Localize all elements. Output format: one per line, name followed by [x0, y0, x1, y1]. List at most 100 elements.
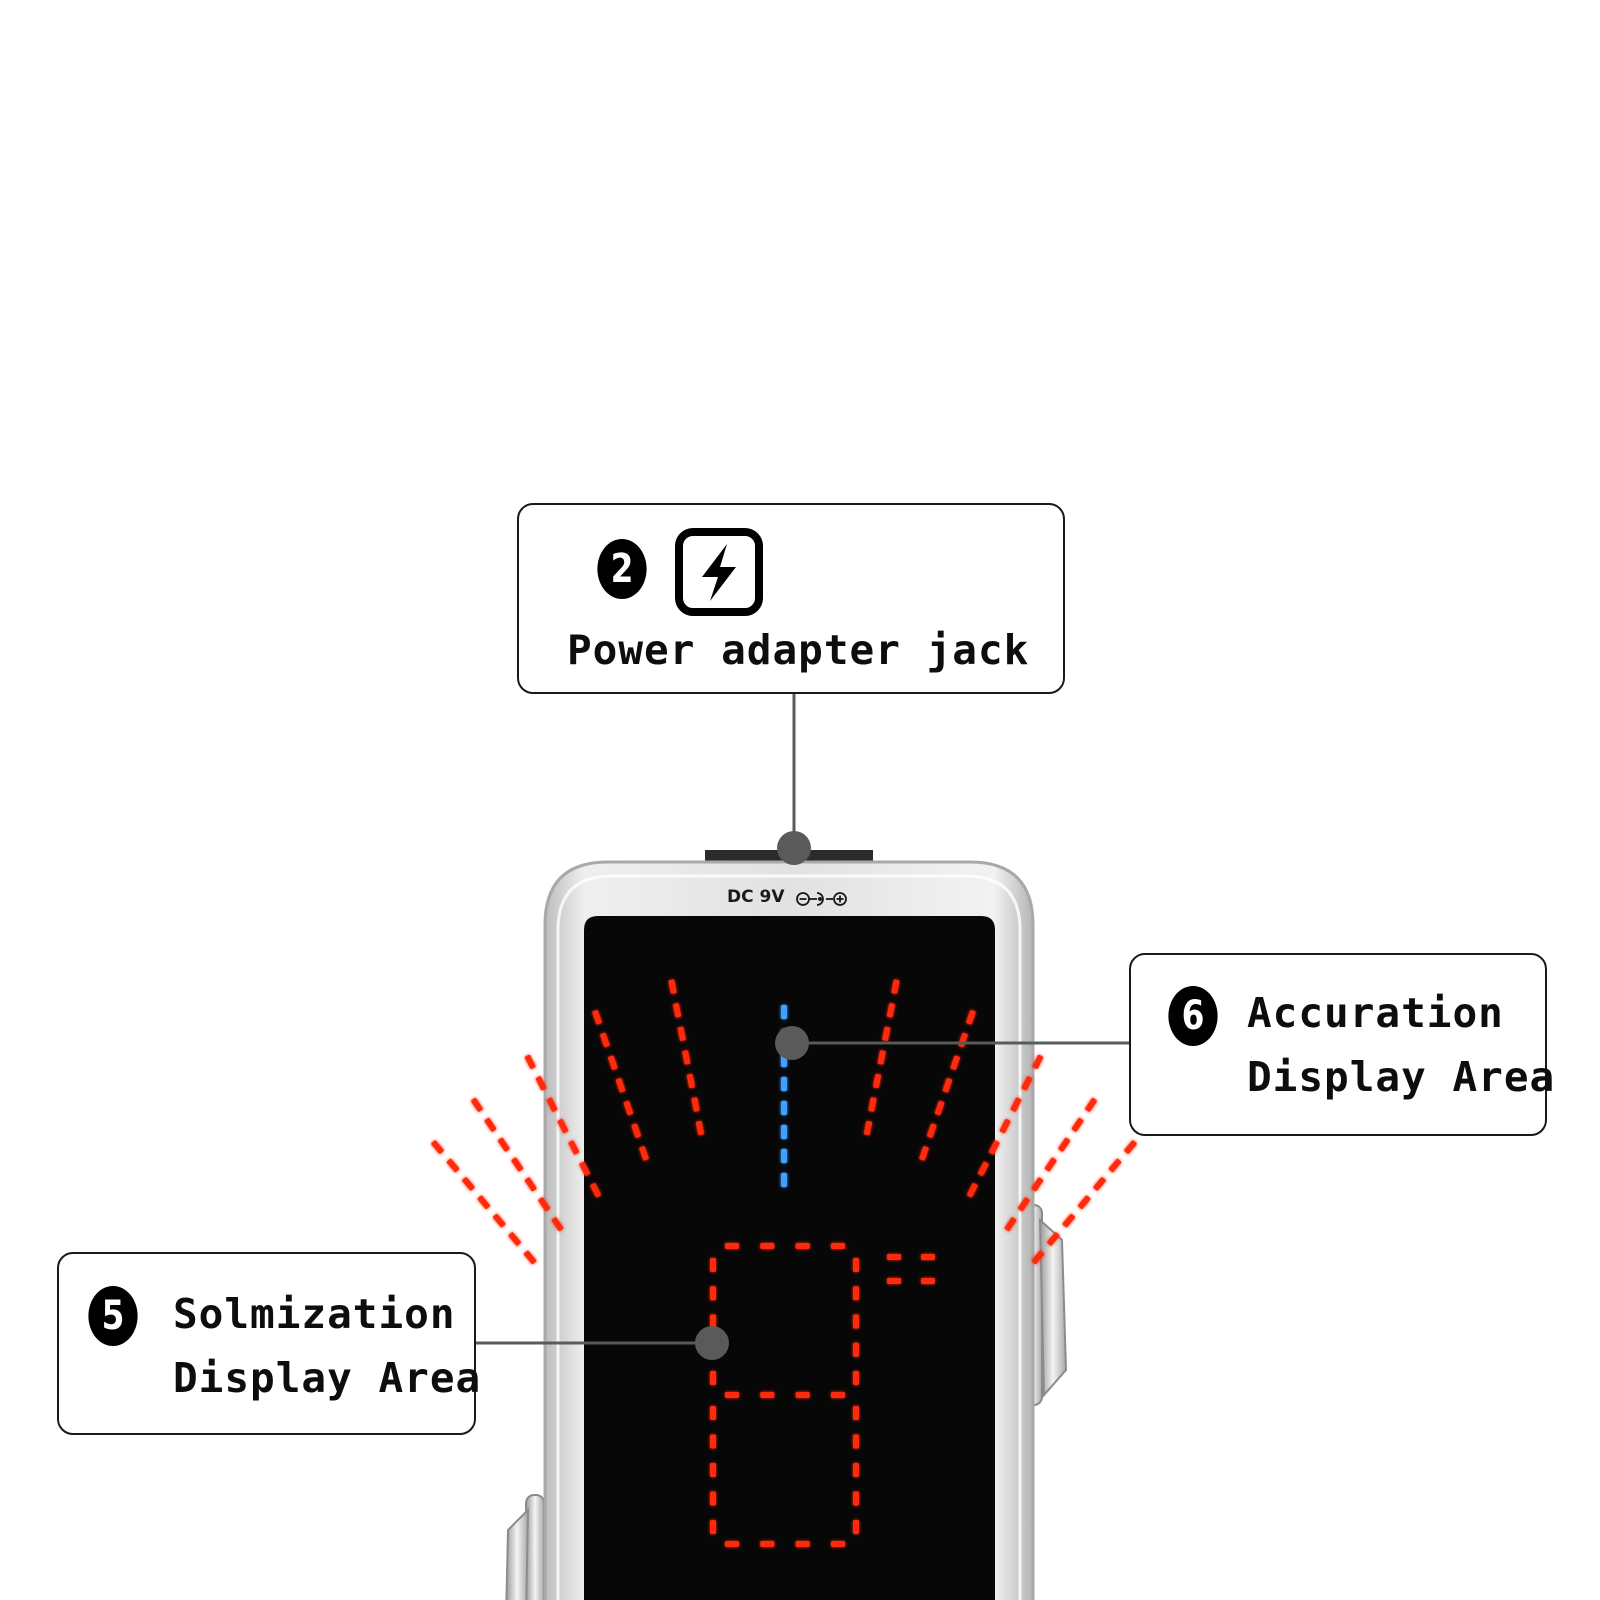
- accuracy-led: [579, 1161, 591, 1176]
- accuracy-led: [1047, 1232, 1060, 1246]
- accuracy-center-led: [781, 1149, 787, 1163]
- accuracy-led: [1058, 1137, 1071, 1152]
- note-led-segment: [760, 1243, 775, 1249]
- accuracy-led: [934, 1100, 945, 1116]
- accuracy-led: [882, 1026, 891, 1041]
- accuracy-led: [1004, 1217, 1017, 1232]
- callout-power-adapter-jack: 2 Power adapter jack: [517, 503, 1065, 694]
- accuracy-led: [886, 1003, 895, 1018]
- accuracy-led: [1124, 1140, 1137, 1154]
- dc-voltage-text: DC 9V: [727, 887, 785, 907]
- accuracy-led: [1021, 1076, 1033, 1091]
- accuracy-led: [524, 1054, 536, 1069]
- accuracy-led: [1062, 1213, 1075, 1228]
- note-led-segment: [853, 1491, 859, 1506]
- accuracy-led: [1093, 1177, 1106, 1191]
- leader-dot-power: [777, 831, 811, 865]
- lightning-bolt-icon: [675, 528, 763, 616]
- note-segment-display: [710, 1243, 935, 1547]
- accuracy-led: [999, 1119, 1011, 1134]
- accuracy-led: [523, 1250, 537, 1265]
- callout-solmization-display-area: 5 Solmization Display Area: [57, 1252, 480, 1435]
- accuracy-center-led: [781, 1005, 787, 1019]
- accuracy-led: [446, 1158, 460, 1173]
- accuracy-led: [538, 1197, 550, 1212]
- accuracy-led: [477, 1195, 490, 1209]
- callout-number-badge: 5: [88, 1286, 138, 1346]
- note-led-segment: [887, 1254, 901, 1260]
- accuracy-led: [608, 1055, 618, 1070]
- left-output-jack: [505, 1494, 545, 1600]
- accuracy-led: [1078, 1195, 1091, 1209]
- note-led-segment: [853, 1463, 859, 1477]
- accuracy-led: [1071, 1117, 1084, 1132]
- accuracy-led: [639, 1146, 649, 1161]
- accuracy-led: [863, 1120, 873, 1136]
- note-led-segment: [853, 1258, 859, 1272]
- callout-number-badge: 6: [1168, 986, 1218, 1046]
- accuracy-led: [695, 1120, 705, 1136]
- accuracy-center-led: [781, 1101, 787, 1115]
- accuracy-led: [493, 1213, 506, 1228]
- note-led-segment: [710, 1463, 716, 1477]
- accuracy-led: [950, 1055, 960, 1070]
- note-led-segment: [853, 1342, 859, 1357]
- accuracy-led: [1044, 1157, 1057, 1172]
- accuracy-led: [988, 1140, 1000, 1155]
- accuracy-led: [1031, 1250, 1045, 1265]
- note-led-segment: [795, 1541, 810, 1547]
- note-led-segment: [710, 1434, 716, 1449]
- accuracy-led: [927, 1123, 937, 1138]
- accuracy-led: [691, 1097, 700, 1112]
- accuracy-led: [877, 1050, 886, 1065]
- accuracy-led: [484, 1117, 497, 1132]
- accuracy-led: [462, 1177, 475, 1191]
- accuracy-led: [590, 1183, 601, 1198]
- accuracy-led: [673, 1003, 682, 1018]
- note-led-segment: [853, 1371, 859, 1385]
- accuracy-led: [919, 1146, 929, 1161]
- note-led-segment: [725, 1392, 739, 1398]
- note-led-segment: [710, 1491, 716, 1506]
- note-led-segment: [710, 1314, 716, 1329]
- accuracy-led: [686, 1073, 695, 1089]
- note-led-segment: [710, 1371, 716, 1385]
- note-led-segment: [760, 1392, 775, 1398]
- callout-number-badge: 2: [597, 539, 647, 599]
- note-led-segment: [710, 1406, 716, 1420]
- accuracy-led: [967, 1183, 978, 1198]
- note-led-segment: [831, 1243, 845, 1249]
- callout-label-line-2: Display Area: [1247, 1053, 1556, 1101]
- note-led-segment: [853, 1434, 859, 1449]
- accuracy-led: [1010, 1097, 1022, 1112]
- accuracy-led: [471, 1098, 483, 1112]
- accuracy-led: [511, 1157, 524, 1172]
- note-led-segment: [795, 1392, 810, 1398]
- leader-dot-accuracy: [775, 1026, 809, 1060]
- center-negative-polarity-icon: [796, 892, 847, 906]
- accuracy-led: [508, 1232, 521, 1246]
- callout-label-line-2: Display Area: [173, 1354, 482, 1402]
- accuracy-led: [615, 1078, 626, 1093]
- callout-label-line-1: Solmization: [173, 1290, 456, 1338]
- note-led-segment: [760, 1541, 775, 1547]
- note-led-segment: [921, 1278, 935, 1284]
- accuracy-led: [535, 1076, 547, 1091]
- accuracy-led: [1018, 1197, 1030, 1212]
- accuracy-led: [668, 979, 677, 994]
- note-led-segment: [710, 1258, 716, 1272]
- accuracy-led: [568, 1140, 580, 1155]
- callout-accuracy-display-area: 6 Accuration Display Area: [1129, 953, 1554, 1136]
- note-led-segment: [795, 1243, 810, 1249]
- accuracy-led: [942, 1078, 953, 1093]
- note-led-segment: [921, 1254, 935, 1260]
- accuracy-led: [677, 1026, 686, 1041]
- accuracy-center-led: [781, 1077, 787, 1091]
- accuracy-center-led: [781, 1125, 787, 1139]
- note-led-segment: [710, 1520, 716, 1534]
- note-led-segment: [887, 1278, 901, 1284]
- note-led-segment: [725, 1541, 739, 1547]
- accuracy-led: [873, 1073, 882, 1089]
